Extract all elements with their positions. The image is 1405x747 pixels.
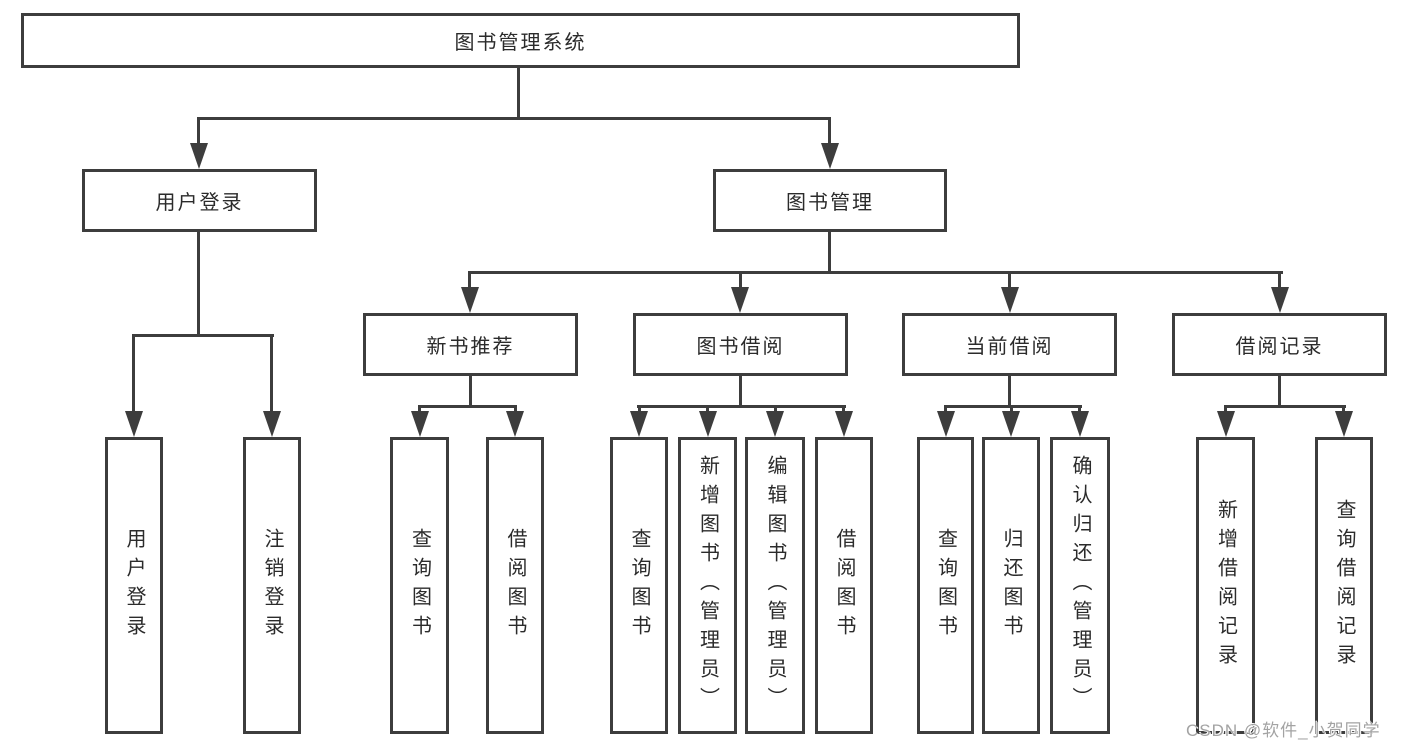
- leaf-borrow-books: 借阅图书: [815, 437, 873, 734]
- leaf-query-borrow-record: 查询借阅记录: [1315, 437, 1373, 734]
- arrow-down-icon: [1001, 287, 1019, 313]
- connector-line: [1078, 405, 1081, 413]
- arrow-down-icon: [1217, 411, 1235, 437]
- connector-line: [468, 271, 1283, 274]
- connector-line: [418, 405, 421, 413]
- leaf-edit-books-admin: 编辑图书（管理员）: [745, 437, 805, 734]
- connector-line: [1342, 405, 1345, 413]
- arrow-down-icon: [125, 411, 143, 437]
- arrow-down-icon: [1271, 287, 1289, 313]
- connector-line: [469, 376, 472, 408]
- node-library-system: 图书管理系统: [21, 13, 1020, 68]
- arrow-down-icon: [766, 411, 784, 437]
- leaf-return-books: 归还图书: [982, 437, 1040, 734]
- node-new-book-recommend: 新书推荐: [363, 313, 578, 376]
- connector-line: [828, 117, 831, 144]
- connector-line: [132, 334, 274, 337]
- connector-line: [774, 405, 777, 413]
- connector-line: [944, 405, 1082, 408]
- connector-line: [197, 117, 831, 120]
- leaf-borrow-books-recommend: 借阅图书: [486, 437, 544, 734]
- leaf-add-books-admin: 新增图书（管理员）: [678, 437, 737, 734]
- connector-line: [197, 117, 200, 144]
- connector-line: [739, 376, 742, 408]
- leaf-query-books-current: 查询图书: [917, 437, 974, 734]
- connector-line: [638, 405, 641, 413]
- connector-line: [514, 405, 517, 413]
- arrow-down-icon: [699, 411, 717, 437]
- connector-line: [1224, 405, 1346, 408]
- connector-line: [828, 232, 831, 274]
- arrow-down-icon: [1071, 411, 1089, 437]
- connector-line: [706, 405, 709, 413]
- connector-line: [1010, 405, 1013, 413]
- arrow-down-icon: [190, 143, 208, 169]
- node-book-management: 图书管理: [713, 169, 947, 232]
- connector-line: [1008, 271, 1011, 288]
- connector-line: [197, 232, 200, 337]
- leaf-query-books-recommend: 查询图书: [390, 437, 449, 734]
- connector-line: [842, 405, 845, 413]
- connector-line: [1008, 376, 1011, 408]
- node-label: 图书管理: [786, 192, 874, 214]
- leaf-add-borrow-record: 新增借阅记录: [1196, 437, 1255, 734]
- arrow-down-icon: [263, 411, 281, 437]
- leaf-logout-login: 注销登录: [243, 437, 301, 734]
- arrow-down-icon: [731, 287, 749, 313]
- node-label: 当前借阅: [965, 336, 1054, 358]
- node-label: 新书推荐: [426, 336, 515, 358]
- connector-line: [637, 405, 846, 408]
- leaf-confirm-return-admin: 确认归还（管理员）: [1050, 437, 1110, 734]
- connector-line: [517, 68, 520, 118]
- arrow-down-icon: [937, 411, 955, 437]
- connector-line: [739, 271, 742, 288]
- node-label: 图书管理系统: [454, 32, 587, 54]
- csdn-watermark: CSDN @软件_小贺同学: [1186, 721, 1381, 740]
- connector-line: [132, 334, 135, 412]
- node-borrowing-records: 借阅记录: [1172, 313, 1387, 376]
- connector-line: [1224, 405, 1227, 413]
- arrow-down-icon: [630, 411, 648, 437]
- arrow-down-icon: [1002, 411, 1020, 437]
- node-user-login: 用户登录: [82, 169, 317, 232]
- connector-line: [1278, 271, 1281, 288]
- arrow-down-icon: [821, 143, 839, 169]
- node-label: 用户登录: [155, 192, 244, 214]
- connector-line: [944, 405, 947, 413]
- arrow-down-icon: [506, 411, 524, 437]
- connector-line: [418, 405, 517, 408]
- arrow-down-icon: [1335, 411, 1353, 437]
- node-current-borrowing: 当前借阅: [902, 313, 1117, 376]
- connector-line: [270, 334, 273, 412]
- leaf-query-books-borrowing: 查询图书: [610, 437, 668, 734]
- node-label: 借阅记录: [1235, 336, 1324, 358]
- arrow-down-icon: [835, 411, 853, 437]
- connector-line: [1278, 376, 1281, 408]
- leaf-user-login: 用户登录: [105, 437, 163, 734]
- node-book-borrowing: 图书借阅: [633, 313, 848, 376]
- node-label: 图书借阅: [696, 336, 785, 358]
- arrow-down-icon: [411, 411, 429, 437]
- connector-line: [468, 271, 471, 288]
- arrow-down-icon: [461, 287, 479, 313]
